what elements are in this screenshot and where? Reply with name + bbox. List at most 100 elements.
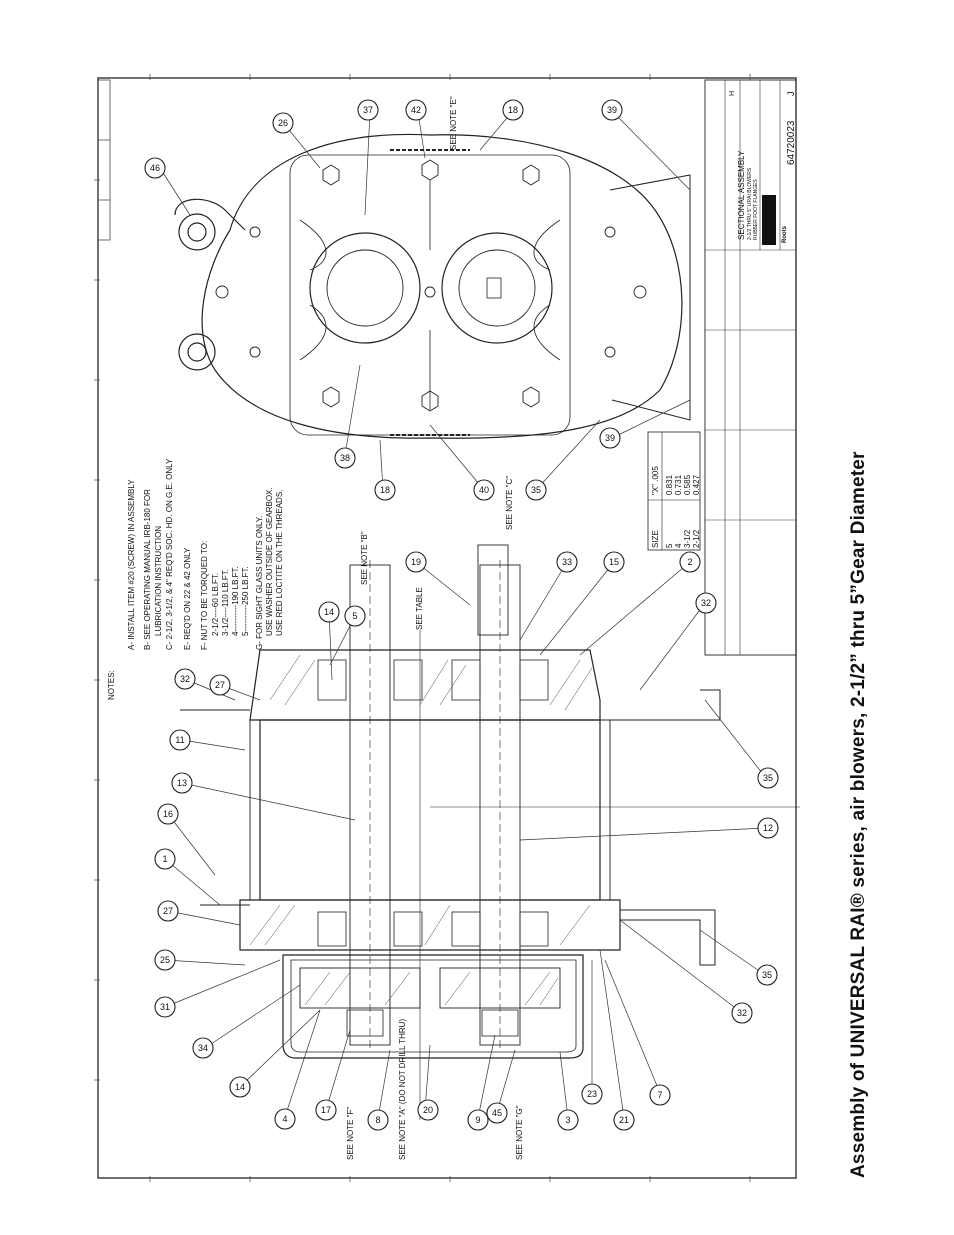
note-line: USE WASHER OUTSIDE OF GEARBOX. [265, 487, 274, 636]
note-line: A- INSTALL ITEM #20 (SCREW) IN ASSEMBLY [127, 479, 136, 650]
brand-logo: DRESSER [766, 204, 775, 243]
see-table: SEE TABLE [415, 587, 424, 630]
part-balloon: 13 [171, 772, 193, 794]
svg-text:32: 32 [701, 598, 711, 608]
size-table-cell: 3-1/2 [683, 529, 692, 548]
part-balloon: 31 [154, 996, 176, 1018]
see-note-c: SEE NOTE "C" [505, 476, 514, 530]
svg-text:16: 16 [163, 809, 173, 819]
note-line: C- 2-1/2, 3-1/2, & 4" REQ'D SOC. HD. ON … [165, 458, 174, 650]
note-line: B- SEE OPERATING MANUAL IRB-180 FOR [143, 489, 152, 650]
notes-list: A- INSTALL ITEM #20 (SCREW) IN ASSEMBLY … [127, 458, 284, 650]
border-ticks [94, 74, 751, 1182]
see-note-a: SEE NOTE "A" (DO NOT DRILL THRU) [398, 1019, 407, 1160]
drawing-number: 64720023 [786, 120, 797, 165]
part-balloon: 12 [757, 817, 779, 839]
part-balloon: 21 [613, 1109, 635, 1131]
svg-text:27: 27 [163, 906, 173, 916]
see-note-callouts: SEE NOTE "E" SEE NOTE "C" SEE NOTE "B" S… [346, 96, 524, 1160]
part-balloon: 34 [192, 1037, 214, 1059]
svg-text:26: 26 [278, 118, 288, 128]
svg-text:32: 32 [180, 674, 190, 684]
svg-text:13: 13 [177, 778, 187, 788]
note-line: 2-1/2----60 LB.FT. [211, 573, 220, 636]
notes-heading: NOTES: [107, 670, 116, 700]
part-balloon: 40 [473, 479, 495, 501]
part-balloon: 27 [209, 674, 231, 696]
svg-text:21: 21 [619, 1115, 629, 1125]
svg-text:5: 5 [352, 611, 357, 621]
note-line: F- NUT TO BE TORQUED TO: [200, 541, 209, 650]
svg-text:39: 39 [605, 433, 615, 443]
part-balloon: 32 [731, 1002, 753, 1024]
part-balloon: 14 [229, 1076, 251, 1098]
svg-text:4: 4 [282, 1114, 287, 1124]
size-table-cell: 0.427 [692, 474, 701, 495]
part-balloon: 35 [525, 479, 547, 501]
svg-text:35: 35 [531, 485, 541, 495]
svg-text:37: 37 [363, 105, 373, 115]
svg-text:18: 18 [508, 105, 518, 115]
svg-text:15: 15 [609, 557, 619, 567]
part-balloon: 38 [334, 447, 356, 469]
svg-text:46: 46 [150, 163, 160, 173]
part-balloon: 9 [467, 1109, 489, 1131]
size-table-cell: 0.731 [674, 474, 683, 495]
svg-text:2: 2 [687, 557, 692, 567]
part-balloon: 42 [405, 99, 427, 121]
notes-block: NOTES: [107, 670, 116, 700]
size-table-cell: 5 [665, 543, 674, 548]
svg-text:14: 14 [324, 607, 334, 617]
see-note-f: SEE NOTE "F" [346, 1107, 355, 1160]
note-line: E- REQ'D ON 22 & 42 ONLY [183, 547, 192, 650]
svg-text:31: 31 [160, 1002, 170, 1012]
part-balloon: 37 [357, 99, 379, 121]
drawing-subtitle: 2-1/2 THRU 5" URAI BLOWERS [747, 167, 753, 240]
svg-text:34: 34 [198, 1043, 208, 1053]
size-table-cell: 4 [674, 543, 683, 548]
part-balloon: 17 [315, 1099, 337, 1121]
note-line: G- FOR SIGHT GLASS UNITS ONLY. [255, 516, 264, 650]
see-note-b: SEE NOTE "B" [360, 531, 369, 585]
part-balloon: 25 [154, 949, 176, 971]
figure-caption: Assembly of UNIVERSAL RAI® series, air b… [848, 451, 869, 1178]
part-balloon: 18 [374, 479, 396, 501]
part-balloon: 19 [405, 551, 427, 573]
note-line: 3-1/2----110 LB.FT. [221, 569, 230, 636]
part-balloon: 39 [599, 427, 621, 449]
part-balloon: 4 [274, 1108, 296, 1130]
part-balloon: 23 [581, 1083, 603, 1105]
see-note-g: SEE NOTE "G" [515, 1105, 524, 1160]
svg-text:25: 25 [160, 955, 170, 965]
size-table-header-size: SIZE [651, 530, 660, 548]
part-balloon: 5 [344, 605, 366, 627]
svg-text:7: 7 [657, 1090, 662, 1100]
svg-text:19: 19 [411, 557, 421, 567]
part-balloon: 16 [157, 803, 179, 825]
svg-text:11: 11 [175, 735, 184, 745]
size-table-cell: 2-1/2 [692, 529, 701, 548]
svg-text:18: 18 [380, 485, 390, 495]
revision-letter: J [786, 92, 796, 97]
leader-lines [159, 111, 767, 1119]
note-line: USE RED LOCTITE ON THE THREADS. [275, 490, 284, 636]
svg-text:12: 12 [763, 823, 773, 833]
part-balloon: 8 [367, 1109, 389, 1131]
svg-text:3: 3 [565, 1115, 570, 1125]
svg-text:42: 42 [411, 105, 421, 115]
svg-text:35: 35 [762, 970, 772, 980]
part-balloon: 35 [756, 964, 778, 986]
svg-text:14: 14 [235, 1082, 245, 1092]
section-view-blower [180, 544, 800, 1120]
svg-text:27: 27 [215, 680, 225, 690]
section-hatching [249, 654, 593, 1006]
part-balloon: 27 [157, 900, 179, 922]
rev-column-letter: H [729, 91, 736, 96]
part-balloon: 35 [757, 767, 779, 789]
part-balloon: 18 [502, 99, 524, 121]
svg-text:40: 40 [479, 485, 489, 495]
part-balloon: 33 [556, 551, 578, 573]
part-balloon: 7 [649, 1084, 671, 1106]
part-balloon: 46 [144, 157, 166, 179]
